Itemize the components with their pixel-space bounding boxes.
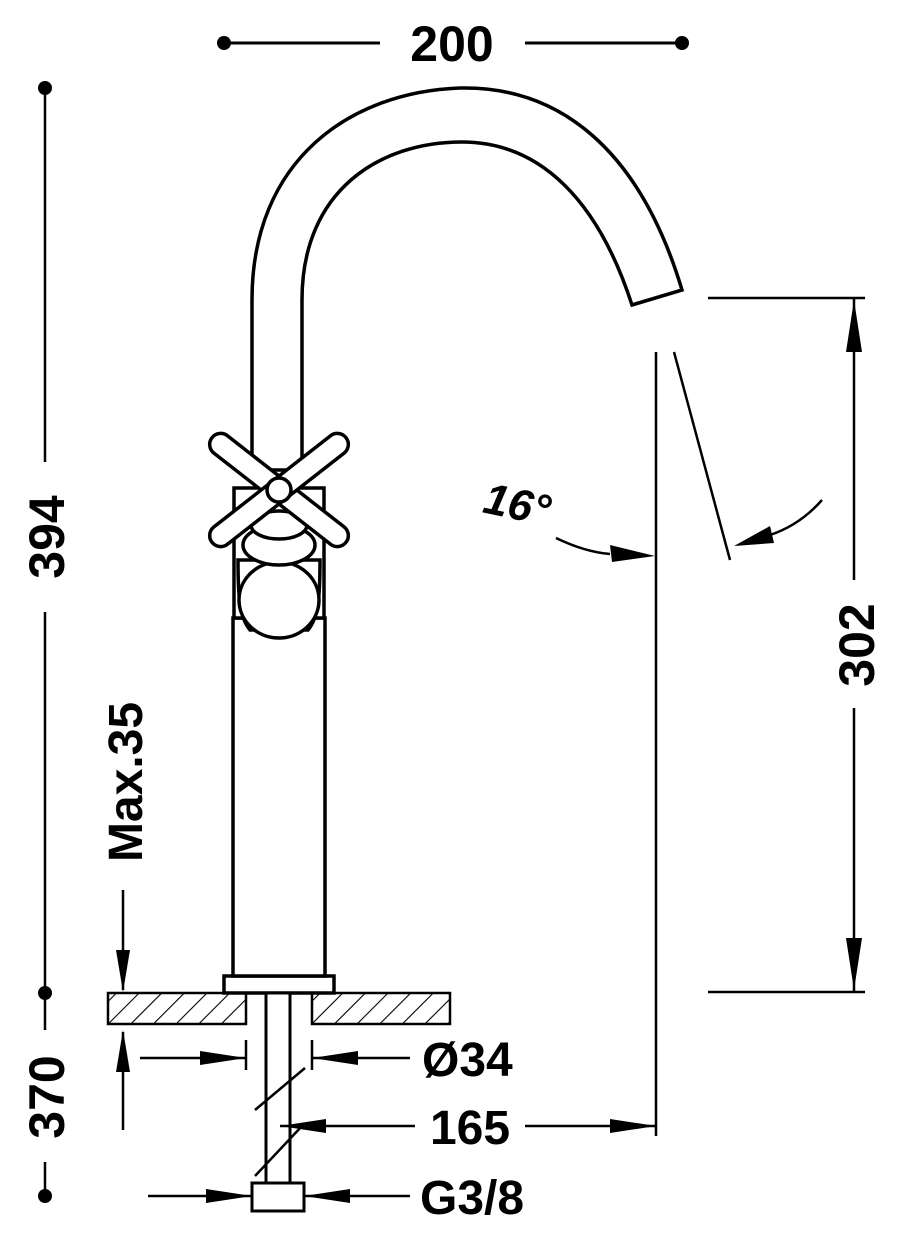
dimension-width-label: 200 <box>410 16 493 72</box>
dimension-height-total: 394 <box>19 81 75 1000</box>
dimension-width-total: 200 <box>217 16 689 72</box>
dimension-hole-diameter-label: Ø34 <box>422 1034 513 1087</box>
dimension-spout-height: 302 <box>708 296 885 994</box>
dimension-spout-height-label: 302 <box>829 603 885 686</box>
dimension-spout-reach: 165 <box>254 1102 656 1177</box>
dimension-hose-length-label: 370 <box>19 1055 75 1138</box>
dimension-hole-diameter: Ø34 <box>140 1034 513 1111</box>
dimension-connection-thread-label: G3/8 <box>420 1172 524 1225</box>
dimension-max-thickness-label: Max.35 <box>100 702 153 862</box>
cross-handle <box>207 431 351 549</box>
dimension-max-thickness: Max.35 <box>100 702 153 1130</box>
dimension-spout-angle-label: 16° <box>479 474 555 536</box>
dimension-connection-thread: G3/8 <box>148 1172 524 1225</box>
countertop-section <box>106 991 452 1026</box>
dimension-spout-angle: 16° <box>479 351 823 1136</box>
faucet-spout <box>250 86 685 472</box>
dimension-spout-reach-label: 165 <box>430 1102 510 1155</box>
faucet-body <box>222 486 336 995</box>
connection-hose <box>250 991 306 1213</box>
dimension-height-label: 394 <box>19 495 75 579</box>
dimension-hose-length: 370 <box>19 993 75 1203</box>
